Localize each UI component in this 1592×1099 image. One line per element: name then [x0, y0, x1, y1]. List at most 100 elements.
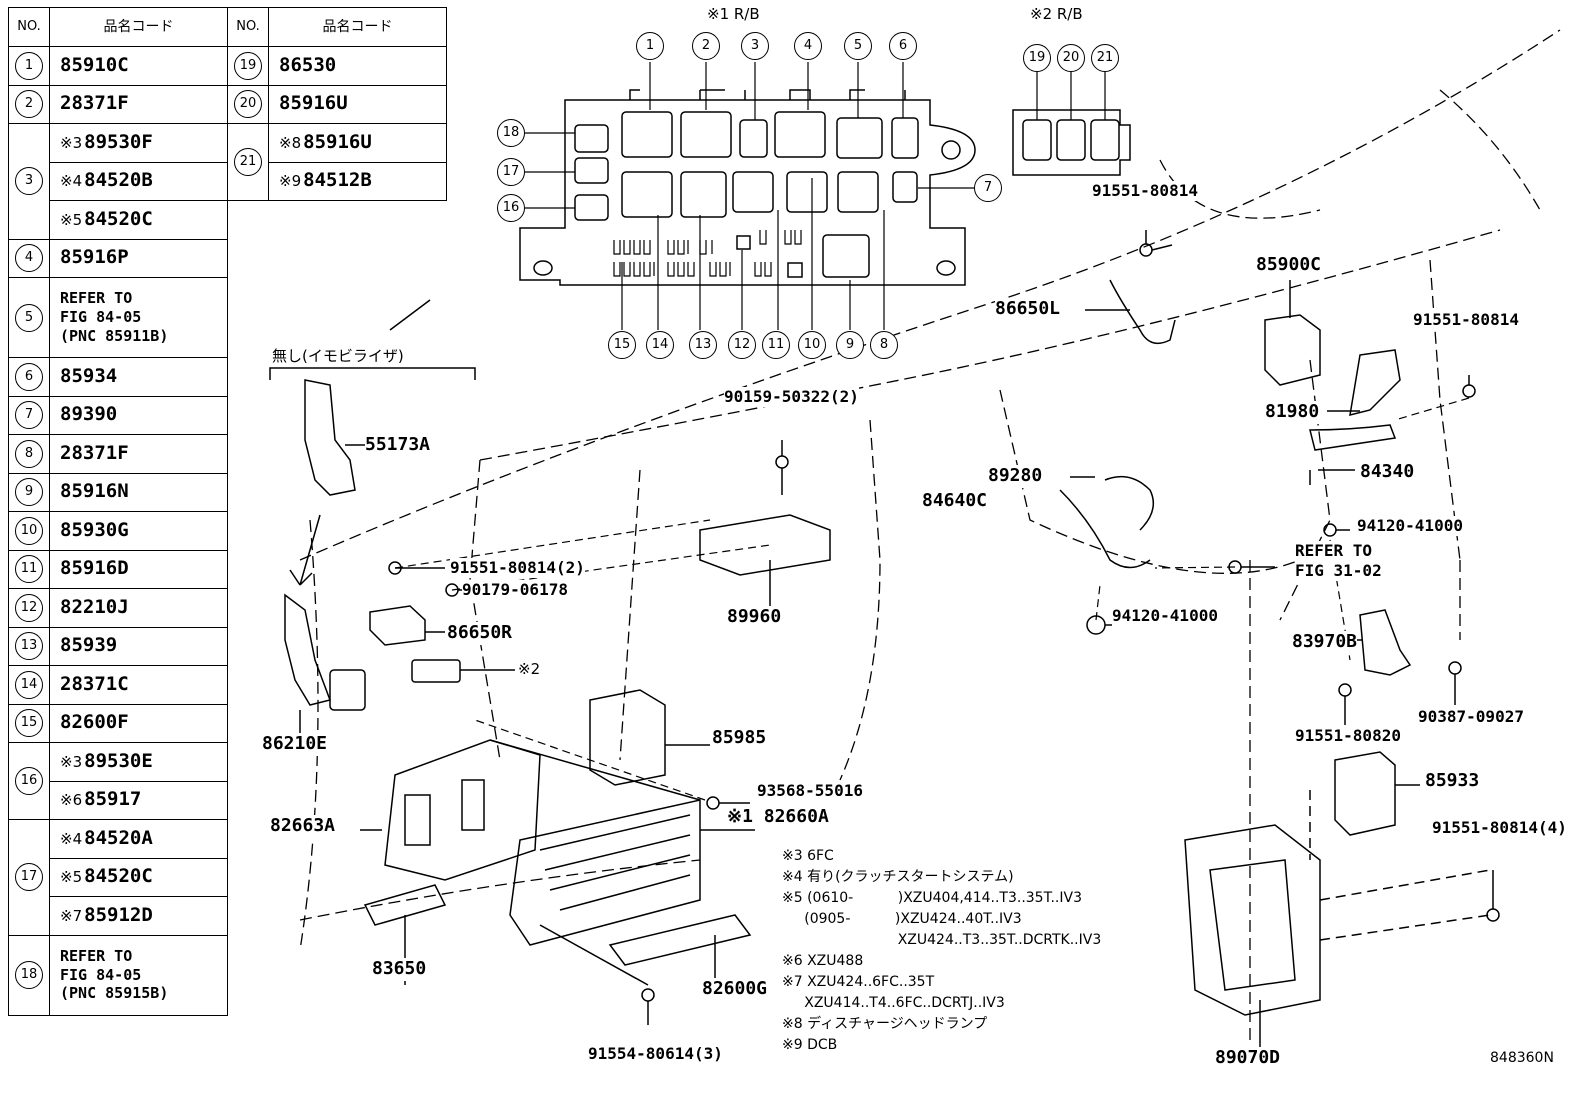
part-label-86650R: 86650R [447, 622, 513, 645]
part-label-93568: 93568-55016 [757, 781, 863, 801]
note-line: ※8 ディスチャージヘッドランプ [782, 1016, 988, 1032]
diagram-callout-16: 16 [497, 194, 525, 222]
part-label-91551-80814-2: 91551-80814(2) [450, 558, 585, 578]
rb2-title: ※2 R/B [1030, 5, 1083, 23]
callout-circle: 9 [15, 478, 43, 507]
relay-86650R [369, 605, 515, 683]
relay-86650L [1085, 279, 1176, 345]
callout-circle: 3 [15, 167, 43, 196]
callout-circle: 1 [15, 51, 43, 80]
note-line: XZU414..T4..6FC..DCRTJ..IV3 [782, 995, 1005, 1011]
part-label-83970B: 83970B [1292, 631, 1358, 654]
row-number: 21 [227, 123, 269, 201]
note-marker: ※5 [60, 210, 83, 229]
row-number: 17 [8, 819, 50, 936]
note-marker: ※5 [60, 868, 83, 887]
callout-circle: 17 [15, 863, 43, 892]
callout-circle: 8 [15, 439, 43, 468]
diagram-callout-21: 21 [1091, 44, 1119, 72]
callout-circle: 6 [15, 362, 43, 391]
note-marker: ※3 [60, 752, 83, 771]
note-marker: ※4 [60, 829, 83, 848]
part-label-94120-mid: 94120-41000 [1112, 606, 1218, 626]
row-number: 5 [8, 277, 50, 358]
row-number: 19 [227, 46, 269, 86]
part-code: 85939 [49, 626, 228, 666]
part-label-82663A: 82663A [270, 815, 336, 838]
part-label-86650L: 86650L [995, 298, 1061, 321]
row-number: 3 [8, 123, 50, 240]
part-label-90159: 90159-50322(2) [724, 387, 859, 407]
callout-circle: 10 [15, 516, 43, 545]
part-code: 85930G [49, 511, 228, 551]
part-code: 85934 [49, 357, 228, 397]
part-label-91554: 91554-80614(3) [588, 1044, 723, 1064]
part-code: 85916U [268, 84, 447, 124]
note-line: (0905- )XZU424..40T..IV3 [782, 911, 1022, 927]
callout-circle: 20 [234, 90, 262, 119]
part-label-85900C: 85900C [1256, 254, 1322, 277]
plate-82600G [608, 914, 752, 985]
diagram-callout-5: 5 [844, 32, 872, 60]
part-label-86210E: 86210E [262, 733, 328, 756]
note-line: ※9 DCB [782, 1037, 838, 1053]
row-number: 10 [8, 511, 50, 551]
figure-id: 848360N [1490, 1050, 1554, 1066]
part-label-94120-right: 94120-41000 [1357, 516, 1463, 536]
part-code: 82600F [49, 703, 228, 743]
callout-circle: 19 [234, 51, 262, 80]
diagram-callout-13: 13 [689, 331, 717, 359]
row-number: 4 [8, 238, 50, 278]
diagram-callout-18: 18 [497, 119, 525, 147]
part-label-89280: 89280 [988, 465, 1043, 488]
diagram-callout-4: 4 [794, 32, 822, 60]
diagram-callout-17: 17 [497, 158, 525, 186]
note-line: ※6 XZU488 [782, 953, 864, 969]
part-label-85985: 85985 [712, 727, 767, 750]
module-85985 [589, 689, 710, 786]
module-85933 [1309, 751, 1420, 860]
part-label-91551-4: 91551-80814(4) [1432, 818, 1567, 838]
part-label-82600G: 82600G [702, 978, 768, 1001]
part-code: 89390 [49, 395, 228, 435]
diagram-callout-1: 1 [636, 32, 664, 60]
diagram-callout-6: 6 [889, 32, 917, 60]
relay-83970B [1355, 609, 1412, 676]
part-label-89960: 89960 [727, 606, 782, 629]
note-line: ※4 有り(クラッチスタートシステム) [782, 869, 1014, 885]
part-label-81980: 81980 [1265, 401, 1320, 424]
note-marker: ※8 [279, 133, 302, 152]
rb1-title: ※1 R/B [707, 5, 760, 23]
header-no: NO. [8, 7, 50, 47]
note-line: ※3 6FC [782, 848, 834, 864]
sensor-81980 [1327, 349, 1401, 417]
part-label-90387: 90387-09027 [1418, 707, 1524, 727]
diagram-callout-15: 15 [608, 331, 636, 359]
header-no: NO. [227, 7, 269, 47]
diagram-callout-19: 19 [1023, 44, 1051, 72]
immobilizer-label: 無し(イモビライザ) [272, 347, 404, 365]
callout-circle: 16 [15, 767, 43, 795]
part-label-91551-80820: 91551-80820 [1295, 726, 1401, 746]
callout-circle: 2 [15, 90, 43, 119]
note-line: ※5 (0610- )XZU404,414..T3..35T..IV3 [782, 890, 1082, 906]
part-code: REFER TO FIG 84-05 (PNC 85911B) [49, 277, 228, 358]
callout-circle: 5 [15, 303, 43, 332]
row-number: 12 [8, 588, 50, 628]
